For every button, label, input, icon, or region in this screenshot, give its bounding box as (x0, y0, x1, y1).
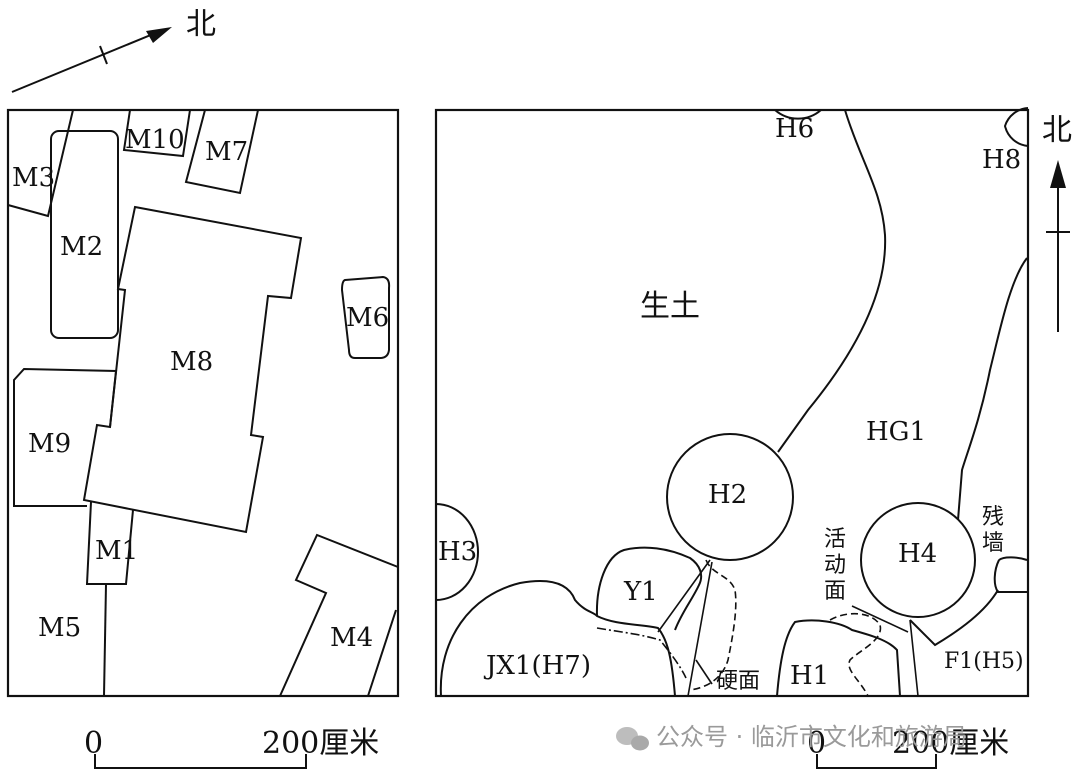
house-f1-boundary (909, 589, 999, 647)
hard-surface-dashed-boundary (689, 559, 737, 691)
active-surface-dashed (829, 612, 882, 697)
line-near-y1 (657, 559, 713, 697)
right-panel: H6 H8 生土 HG1 H2 H3 H4 Y1 JX1(H7) H1 F1(H… (434, 107, 1030, 698)
label-h8: H8 (982, 145, 1021, 175)
label-m10: M10 (125, 125, 185, 155)
left-scale-line (94, 754, 307, 769)
label-active-surface-2: 动 (824, 553, 846, 578)
active-surface-leader (851, 605, 909, 633)
label-h2: H2 (708, 480, 747, 510)
pit-h4-outline (860, 502, 976, 618)
grave-m1-outline (85, 501, 134, 585)
label-m5: M5 (38, 613, 81, 643)
grave-m9-outline (13, 367, 118, 507)
right-panel-frame (434, 108, 1030, 698)
grave-m7-outline (184, 109, 259, 195)
right-north-head (1050, 160, 1066, 188)
right-scale-start: 0 (807, 726, 826, 761)
pit-h8-outline (1003, 107, 1029, 147)
label-remnant-wall-1: 残 (982, 505, 1004, 530)
ditch-hg1-left-boundary (777, 109, 887, 453)
label-h1: H1 (790, 661, 829, 691)
label-h3: H3 (438, 537, 477, 567)
label-hg1: HG1 (866, 417, 926, 447)
label-m7: M7 (205, 137, 248, 167)
label-m6: M6 (346, 303, 389, 333)
grave-m5-edge (103, 583, 107, 697)
hard-surface-leader (695, 659, 713, 685)
left-scale-start: 0 (84, 726, 103, 761)
grave-m6-outline (340, 275, 391, 359)
left-scale-end: 200厘米 (262, 726, 379, 761)
label-active-surface-3: 面 (824, 579, 846, 604)
grave-m3-outline (7, 109, 74, 218)
label-m9: M9 (28, 429, 71, 459)
right-north-label: 北 (1042, 113, 1072, 148)
north-arrow-shaft (11, 31, 159, 93)
pit-h3-outline (435, 503, 479, 601)
pit-h6-outline (774, 109, 822, 120)
north-label: 北 (186, 7, 216, 42)
grave-m10-outline (122, 109, 191, 158)
left-scale-bar: 0 200厘米 (84, 726, 379, 769)
label-m1: M1 (95, 536, 138, 566)
remnant-wall-outline (993, 556, 1028, 593)
label-virgin-soil: 生土 (640, 289, 700, 324)
label-h6: H6 (775, 114, 814, 144)
label-jx1: JX1(H7) (483, 651, 591, 681)
label-f1: F1(H5) (944, 649, 1024, 674)
left-panel-frame (6, 108, 400, 698)
kiln-y1-outline (595, 546, 703, 631)
house-f1-left-edge (909, 619, 919, 697)
north-arrow-tick (99, 45, 108, 65)
right-scale-end: 200厘米 (892, 726, 1009, 761)
label-m3: M3 (12, 163, 55, 193)
grave-m4-outline (279, 533, 399, 697)
label-remnant-wall-2: 墙 (982, 531, 1004, 556)
label-m4: M4 (330, 623, 373, 653)
ditch-hg1-right-boundary (957, 257, 1028, 521)
label-active-surface-1: 活 (824, 527, 846, 552)
wechat-icon (616, 727, 649, 751)
watermark-text: 公众号 · 临沂市文化和旅游局 (656, 723, 967, 751)
left-panel: M3 M10 M7 M2 M6 M8 M9 M1 M5 M4 (6, 108, 400, 698)
left-north-arrow: 北 (11, 7, 216, 93)
watermark: 公众号 · 临沂市文化和旅游局 (616, 723, 967, 751)
label-m8: M8 (170, 347, 213, 377)
dash-dot-boundary (596, 627, 687, 679)
right-scale-bar: 0 200厘米 (807, 726, 1009, 769)
right-north-arrow: 北 (1042, 113, 1072, 332)
north-arrow-head (146, 27, 172, 43)
right-scale-line (816, 754, 937, 769)
label-y1: Y1 (623, 577, 658, 607)
label-hard-surface: 硬面 (716, 669, 760, 694)
label-h4: H4 (898, 539, 937, 569)
label-m2: M2 (60, 232, 103, 262)
pit-h1-outline (776, 619, 901, 697)
pit-h2-outline (666, 433, 794, 561)
grave-m2-outline (50, 130, 119, 339)
grave-m8-outline (82, 205, 303, 534)
